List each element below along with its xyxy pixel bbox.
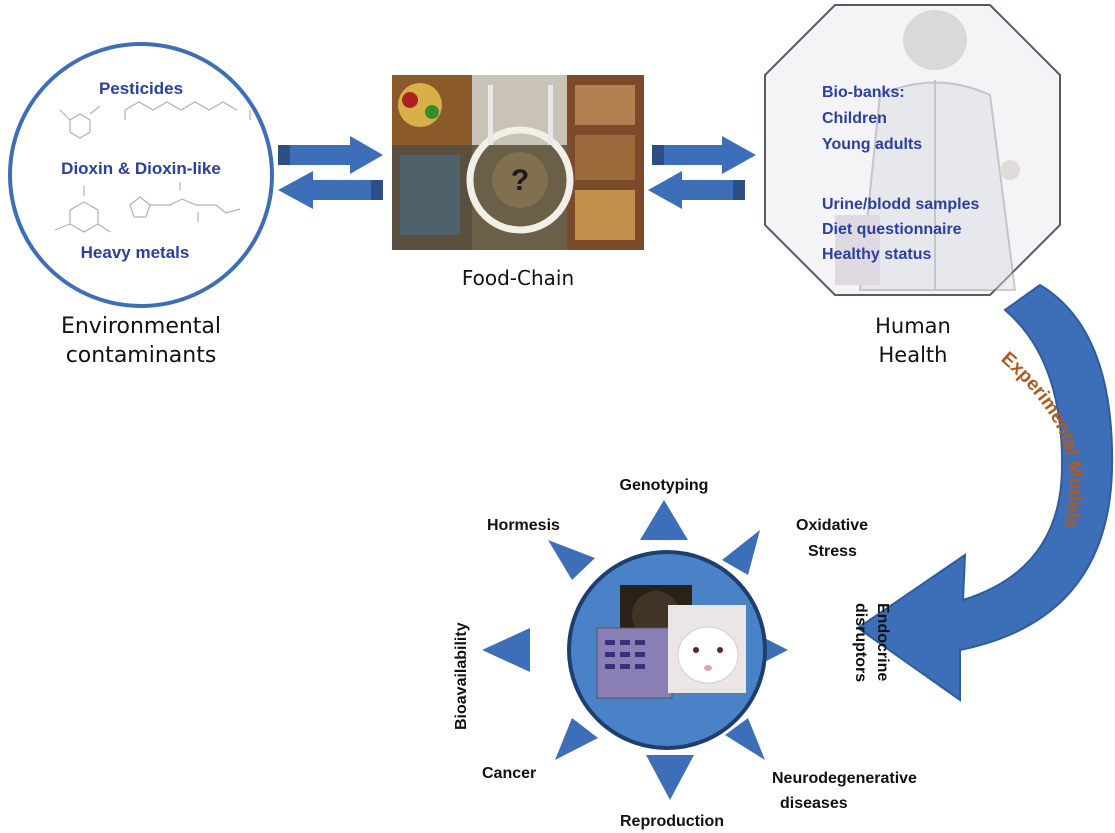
food-chain-caption: Food-Chain [462,266,574,290]
ray-reproduction [646,755,694,800]
contaminants-caption-line2: contaminants [66,343,217,368]
contaminants-node: Pesticides Dioxin & Dioxin-like Heavy me… [8,42,274,368]
bioavailability-label: Bioavailability [453,622,470,730]
curved-arrow-icon [856,283,1114,702]
endocrine-label-line1: Endocrine [874,603,891,681]
reproduction-label: Reproduction [620,813,724,830]
ray-oxidative [722,530,760,575]
dioxin-label: Dioxin & Dioxin-like [61,159,221,178]
health-caption-line2: Health [879,343,948,367]
health-caption-line1: Human [875,314,951,338]
contaminants-caption-line1: Environmental [61,314,221,339]
children-label: Children [822,110,887,127]
ray-bioavailability [482,628,530,672]
contaminants-foodchain-arrows [278,136,383,209]
chemical-structures-icon [54,101,251,233]
neuro-label-line2: diseases [780,795,848,812]
endpoints-star: Genotyping Oxidative Stress Endocrine di… [453,477,917,830]
health-text-block: Bio-banks: Children Young adults Urine/b… [822,84,984,263]
oxidative-label-line2: Stress [808,543,857,560]
ray-neuro [725,718,765,760]
ray-cancer [555,718,598,760]
ray-genotyping [640,500,688,540]
endocrine-label-line2: disruptors [852,603,869,682]
hormesis-label: Hormesis [487,517,560,534]
arrow-to-food-chain-back [648,171,745,209]
arrow-to-human-health [652,136,756,174]
svg-text:?: ? [511,164,529,197]
doctor-illustration-icon [835,10,1020,291]
health-octagon [764,4,1061,296]
heavy-metals-label: Heavy metals [81,243,190,262]
cancer-label: Cancer [482,765,536,782]
foodchain-health-arrows [648,136,756,209]
oxidative-label-line1: Oxidative [796,517,868,534]
arrow-to-contaminants [278,171,383,209]
genotyping-label: Genotyping [620,477,709,494]
neuro-label-line1: Neurodegenerative [772,770,917,787]
human-health-node: Bio-banks: Children Young adults Urine/b… [764,4,1061,367]
contaminants-circle [8,42,274,308]
ray-hormesis [548,540,595,580]
healthy-status-label: Healthy status [822,246,931,263]
pesticides-label: Pesticides [99,79,183,98]
food-chain-collage: ? [392,75,644,250]
arrow-to-food-chain [278,136,383,174]
young-adults-label: Young adults [822,136,922,153]
diet-questionnaire-label: Diet questionnaire [822,221,962,238]
models-photos [596,585,746,699]
biobanks-label: Bio-banks: [822,84,905,101]
urine-blood-label: Urine/blodd samples [822,196,979,213]
microplate-photo [596,627,673,699]
